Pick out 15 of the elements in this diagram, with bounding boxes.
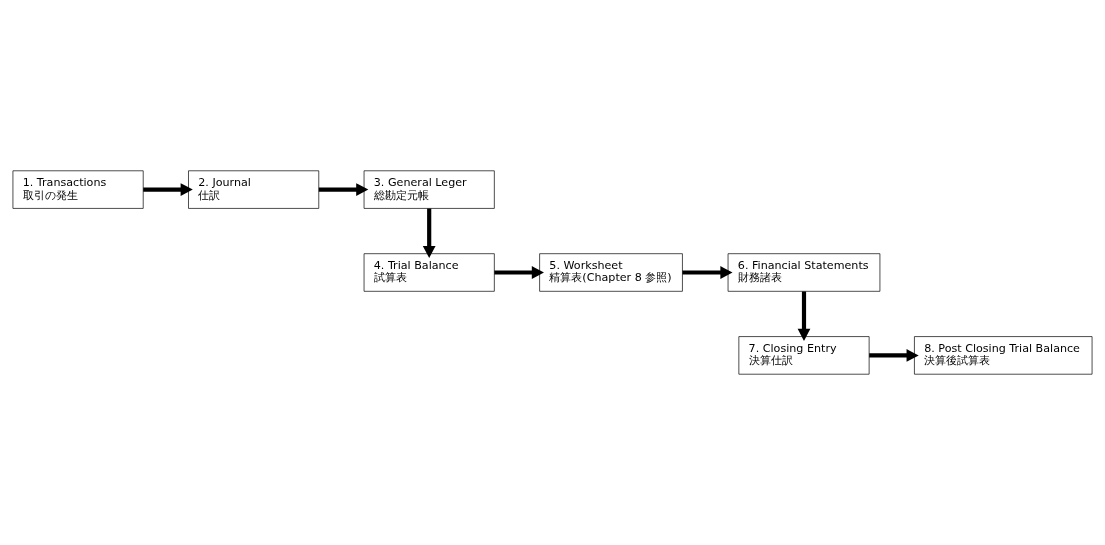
node-box: 2. Journal 仕訳 xyxy=(188,170,320,209)
node-box: 1. Transactions 取引の発生 xyxy=(12,170,144,209)
arrow xyxy=(797,291,811,341)
arrow xyxy=(318,183,369,196)
node-box: 5. Worksheet 精算表(Chapter 8 参照) xyxy=(539,253,683,292)
node-box: 8. Post Closing Trial Balance 決算後試算表 xyxy=(914,336,1093,375)
arrow xyxy=(869,349,919,362)
arrow xyxy=(494,266,544,279)
node-box: 7. Closing Entry 決算仕訳 xyxy=(738,336,870,375)
arrow xyxy=(422,208,436,259)
arrow xyxy=(143,183,193,196)
node-box: 4. Trial Balance 試算表 xyxy=(363,253,495,292)
arrow xyxy=(682,266,733,279)
node-box: 6. Financial Statements 財務諸表 xyxy=(727,253,881,292)
node-box: 3. General Leger 総勘定元帳 xyxy=(363,170,495,209)
